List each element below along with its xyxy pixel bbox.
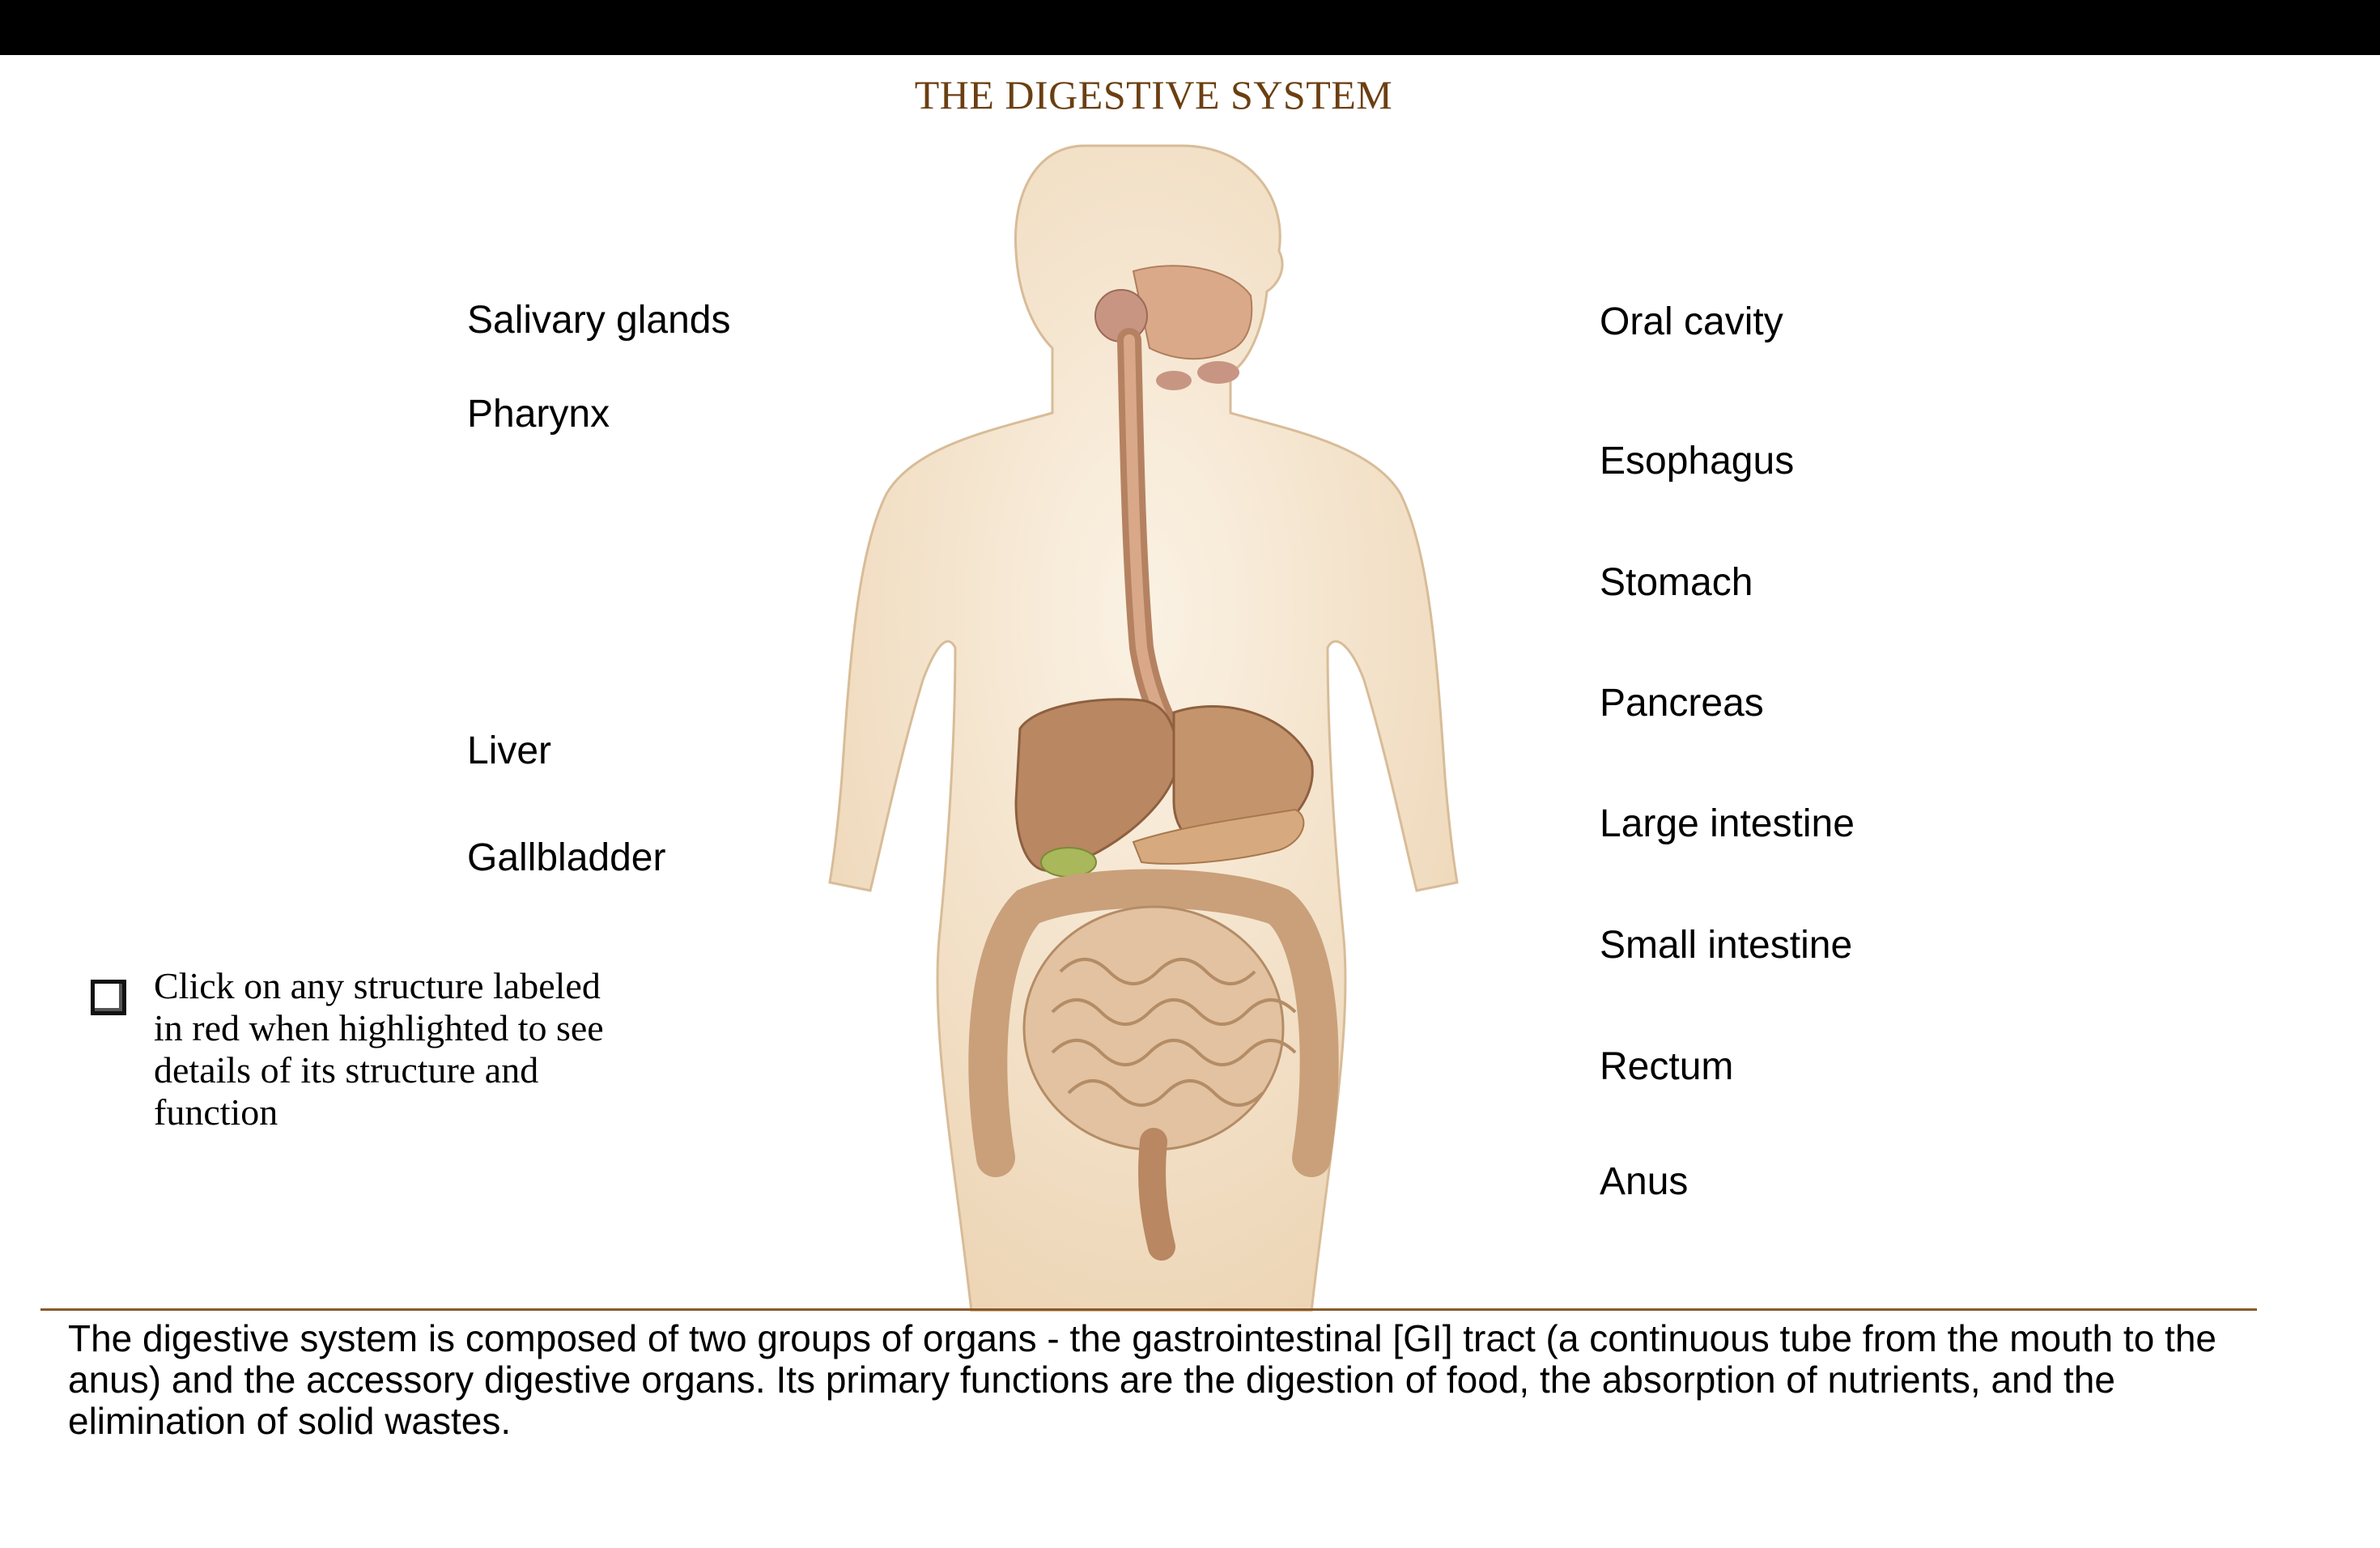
instruction-text: Click on any structure labeled in red wh… <box>154 965 604 1133</box>
top-bar <box>0 0 2380 55</box>
label-anus[interactable]: Anus <box>1600 1160 1689 1203</box>
label-gallbladder[interactable]: Gallbladder <box>467 836 666 879</box>
label-salivary-glands[interactable]: Salivary glands <box>467 299 731 342</box>
label-esophagus[interactable]: Esophagus <box>1600 440 1795 483</box>
oral-cavity-shape <box>1132 265 1253 360</box>
salivary-gland-shape <box>1197 361 1239 384</box>
salivary-gland-shape <box>1156 371 1192 390</box>
instruction-note: Click on any structure labeled in red wh… <box>91 965 609 1133</box>
liver-shape <box>1014 698 1179 872</box>
label-large-intestine[interactable]: Large intestine <box>1600 802 1855 845</box>
human-figure-illustration <box>828 144 1459 1312</box>
large-intestine-shape <box>968 869 1339 1177</box>
pancreas-shape <box>1132 808 1305 865</box>
label-pharynx[interactable]: Pharynx <box>467 393 610 436</box>
label-pancreas[interactable]: Pancreas <box>1600 682 1764 725</box>
label-stomach[interactable]: Stomach <box>1600 561 1753 604</box>
page-title: THE DIGESTIVE SYSTEM <box>914 72 1393 117</box>
label-liver[interactable]: Liver <box>467 729 552 772</box>
label-rectum[interactable]: Rectum <box>1600 1045 1734 1088</box>
label-oral-cavity[interactable]: Oral cavity <box>1600 300 1783 343</box>
label-small-intestine[interactable]: Small intestine <box>1600 924 1853 967</box>
rectum-shape <box>1138 1128 1175 1261</box>
small-intestine-shape <box>1022 905 1285 1151</box>
divider-line <box>40 1308 2257 1311</box>
description-paragraph: The digestive system is composed of two … <box>68 1317 2217 1442</box>
checkbox-icon[interactable] <box>91 980 126 1015</box>
gallbladder-shape <box>1040 847 1097 878</box>
